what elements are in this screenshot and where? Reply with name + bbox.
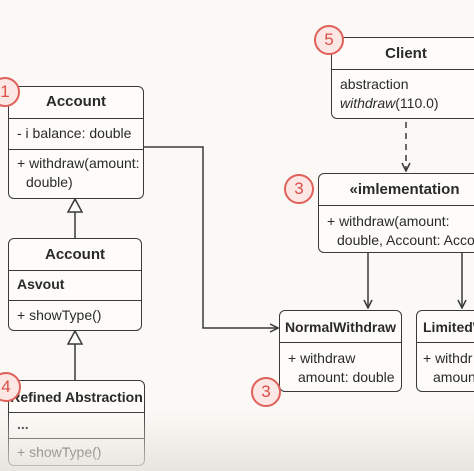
implementation-interface-box: «imlementation + withdraw(amount: double… [318,173,474,253]
implementation-withdraw-line1: + withdraw(amount: [327,213,450,229]
account-abstraction-title: Account [9,239,141,271]
refined-abstraction-title: Refined Abstraction [9,381,144,413]
client-withdraw-call: withdraw(110.0) [340,94,472,113]
refined-showtype-method: + showType() [17,444,102,460]
account-abstraction-section: Asvout [9,271,141,301]
inheritance-triangle-account [66,197,84,213]
client-withdraw-args: (110.0) [395,95,439,111]
limitedwithdraw-line1: + withdr [423,350,473,366]
refined-abstraction-section: ... [9,413,144,439]
step-badge-3-normalwithdraw: 3 [251,377,281,407]
step-badge-4: 4 [0,372,21,402]
client-class-title: Client [332,38,474,70]
account-showtype-method: + showType() [17,307,102,323]
implementation-withdraw-line2: double, Account: Acco [337,232,474,248]
inheritance-triangle-refined [66,329,84,345]
step-badge-3-implementation: 3 [284,174,314,204]
limitedwithdraw-withdraw-method: + withdr amoun [417,343,474,391]
refined-abstraction-box: Refined Abstraction ... + showType() [8,380,145,466]
account-withdraw-line2: double) [26,174,73,190]
limitedwithdraw-line2: amoun [433,369,474,385]
step-badge-5: 5 [314,25,344,55]
limitedwithdraw-class-title: LimitedW [417,311,474,343]
account-class-title: Account [9,87,143,119]
implementation-withdraw-method: + withdraw(amount: double, Account: Acco [319,206,474,252]
implementation-interface-title: «imlementation [319,174,474,206]
client-class-box: Client abstraction withdraw(110.0) [331,37,474,119]
client-body: abstraction withdraw(110.0) [332,70,474,118]
step-badge-1: 1 [0,77,20,107]
association-line-normalwithdraw [144,146,278,328]
client-abstraction-field: abstraction [340,76,409,92]
normalwithdraw-class-title: NormalWithdraw [280,311,401,343]
account-withdraw-line1: + withdraw(amount: [17,155,140,171]
normalwithdraw-class-box: NormalWithdraw + withdraw amount: double [279,310,402,392]
normalwithdraw-withdraw-method: + withdraw amount: double [280,343,401,391]
account-abstraction-box: Account Asvout + showType() [8,238,142,331]
limitedwithdraw-class-box: LimitedW + withdr amoun [416,310,474,392]
account-class-box: Account - i balance: double + withdraw(a… [8,86,144,199]
account-balance-field: - i balance: double [9,119,143,150]
normalwithdraw-line2: amount: double [298,369,395,385]
normalwithdraw-line1: + withdraw [288,350,356,366]
client-withdraw-name: withdraw [340,95,396,111]
account-withdraw-method: + withdraw(amount: double) [9,150,143,198]
